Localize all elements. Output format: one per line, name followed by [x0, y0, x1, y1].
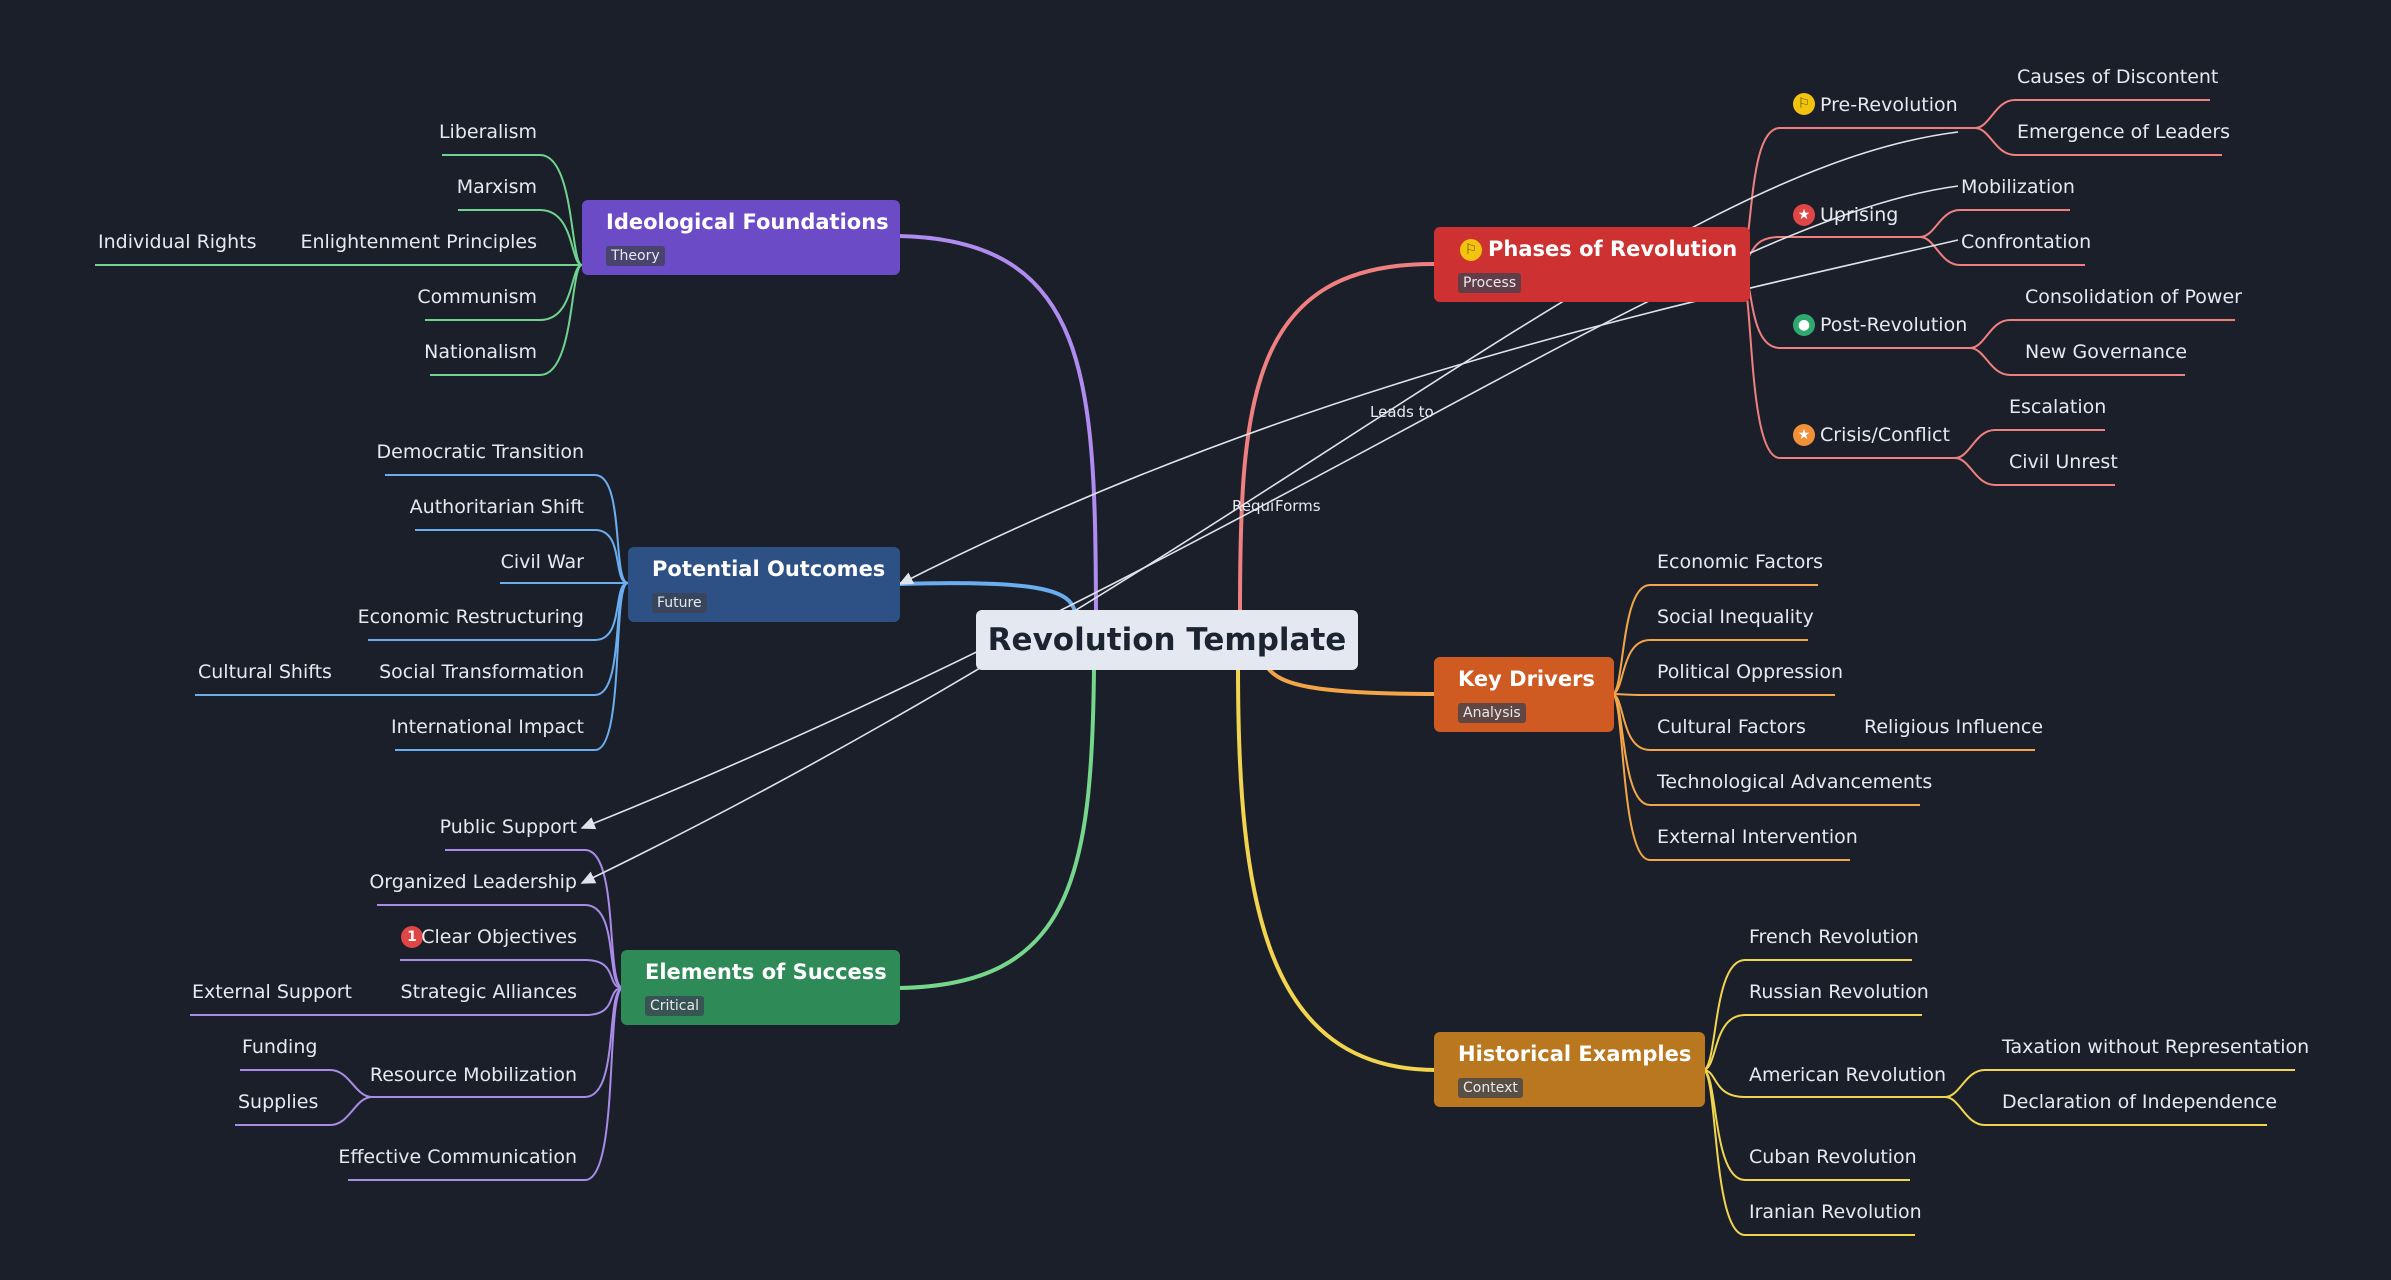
flag-icon: ⚐	[1460, 239, 1482, 261]
root-title: Revolution Template	[987, 622, 1347, 658]
branch-drivers	[1266, 666, 1437, 696]
topic-tag: Critical	[645, 996, 704, 1016]
topic-tag: Analysis	[1458, 703, 1526, 723]
leaf-node[interactable]: Liberalism	[438, 121, 537, 143]
branch-success	[898, 667, 1096, 990]
sub-leaf-node[interactable]: Emergence of Leaders	[2017, 121, 2231, 143]
leaf-node[interactable]: Strategic Alliances	[400, 981, 577, 1003]
topic-title: Phases of Revolution	[1488, 237, 1738, 261]
topic-title: Ideological Foundations	[606, 210, 889, 234]
topic-phases-of-revolution[interactable]: ⚐ Phases of Revolution Process	[1434, 227, 1750, 302]
leaf-node[interactable]: Marxism	[456, 176, 537, 198]
sub-leaf-node[interactable]: Mobilization	[1961, 176, 2075, 198]
leaf-node[interactable]: Political Oppression	[1657, 661, 1844, 683]
priority-1-icon: 1	[401, 926, 423, 948]
drivers-leaves	[1611, 584, 2035, 861]
leaf-node[interactable]: Iranian Revolution	[1749, 1201, 1922, 1223]
leaf-node[interactable]: Public Support	[439, 816, 577, 838]
leaf-node[interactable]: American Revolution	[1749, 1064, 1947, 1086]
root-topic[interactable]: Revolution Template	[976, 610, 1358, 670]
branch-examples	[1236, 667, 1437, 1072]
topic-key-drivers[interactable]: Key Drivers Analysis	[1434, 657, 1614, 732]
leaf-node[interactable]: Post-Revolution	[1820, 314, 1968, 336]
outcomes-leaves	[195, 474, 629, 751]
relation-label-forms[interactable]: Forms	[1275, 497, 1321, 515]
star-icon: ★	[1793, 204, 1815, 226]
topic-ideological-foundations[interactable]: Ideological Foundations Theory	[582, 200, 900, 275]
person-icon: ●	[1793, 314, 1815, 336]
topic-title: Elements of Success	[645, 960, 887, 984]
leaf-node[interactable]: Effective Communication	[338, 1146, 577, 1168]
sub-leaf-node[interactable]: Civil Unrest	[2009, 451, 2118, 473]
branch-ideological	[898, 234, 1098, 611]
leaf-node[interactable]: Clear Objectives	[421, 926, 577, 948]
topic-tag: Context	[1458, 1078, 1523, 1098]
leaf-node[interactable]: Authoritarian Shift	[409, 496, 584, 518]
sub-leaf-node[interactable]: Cultural Shifts	[198, 661, 332, 683]
leaf-node[interactable]: Enlightenment Principles	[300, 231, 537, 253]
sub-leaf-node[interactable]: Individual Rights	[98, 231, 257, 253]
sub-leaf-node[interactable]: Supplies	[238, 1091, 319, 1113]
relation-label-leads-to[interactable]: Leads to	[1370, 403, 1434, 421]
topic-title: Historical Examples	[1458, 1042, 1692, 1066]
star-icon: ★	[1793, 424, 1815, 446]
sub-leaf-node[interactable]: Funding	[242, 1036, 318, 1058]
topic-title: Key Drivers	[1458, 667, 1595, 691]
ideological-leaves	[95, 154, 583, 376]
topic-tag: Future	[652, 593, 707, 613]
sub-leaf-node[interactable]: Religious Influence	[1864, 716, 2044, 738]
sub-leaf-node[interactable]: New Governance	[2025, 341, 2188, 363]
leaf-node[interactable]: Social Inequality	[1657, 606, 1814, 628]
leaf-node[interactable]: Economic Restructuring	[357, 606, 584, 628]
sub-leaf-node[interactable]: Declaration of Independence	[2002, 1091, 2278, 1113]
relationship-lines	[580, 131, 1959, 884]
leaf-node[interactable]: Organized Leadership	[369, 871, 577, 893]
leaf-node[interactable]: Social Transformation	[379, 661, 584, 683]
topic-potential-outcomes[interactable]: Potential Outcomes Future	[628, 547, 900, 622]
examples-leaves	[1702, 959, 2295, 1236]
sub-leaf-node[interactable]: External Support	[192, 981, 352, 1003]
sub-leaf-node[interactable]: Taxation without Representation	[2002, 1036, 2310, 1058]
leaf-node[interactable]: Cuban Revolution	[1749, 1146, 1917, 1168]
leaf-node[interactable]: Resource Mobilization	[369, 1064, 577, 1086]
leaf-node[interactable]: French Revolution	[1749, 926, 1919, 948]
leaf-node[interactable]: Nationalism	[424, 341, 537, 363]
branch-phases	[1238, 261, 1437, 611]
leaf-node[interactable]: Crisis/Conflict	[1820, 424, 1950, 446]
leaf-node[interactable]: Economic Factors	[1657, 551, 1824, 573]
topic-tag: Theory	[606, 246, 665, 266]
relation-label-requires[interactable]: Requi	[1232, 497, 1275, 515]
sub-leaf-node[interactable]: Confrontation	[1961, 231, 2092, 253]
leaf-node[interactable]: Cultural Factors	[1657, 716, 1806, 738]
topic-elements-of-success[interactable]: Elements of Success Critical	[621, 950, 900, 1025]
leaf-node[interactable]: External Intervention	[1657, 826, 1858, 848]
leaf-node[interactable]: Uprising	[1820, 204, 1899, 226]
leaf-node[interactable]: Democratic Transition	[376, 441, 584, 463]
success-leaves	[190, 849, 624, 1181]
topic-historical-examples[interactable]: Historical Examples Context	[1434, 1032, 1705, 1107]
topic-tag: Process	[1458, 273, 1522, 293]
leaf-node[interactable]: Civil War	[500, 551, 584, 573]
sub-leaf-node[interactable]: Escalation	[2009, 396, 2107, 418]
flag-icon: ⚐	[1793, 93, 1815, 115]
sub-leaf-node[interactable]: Causes of Discontent	[2017, 66, 2219, 88]
leaf-node[interactable]: Pre-Revolution	[1820, 94, 1958, 116]
topic-title: Potential Outcomes	[652, 557, 886, 581]
sub-leaf-node[interactable]: Consolidation of Power	[2025, 286, 2242, 308]
leaf-node[interactable]: International Impact	[390, 716, 584, 738]
leaf-node[interactable]: Russian Revolution	[1749, 981, 1929, 1003]
leaf-node[interactable]: Communism	[417, 286, 537, 308]
leaf-node[interactable]: Technological Advancements	[1657, 771, 1933, 793]
branch-outcomes	[898, 581, 1077, 613]
